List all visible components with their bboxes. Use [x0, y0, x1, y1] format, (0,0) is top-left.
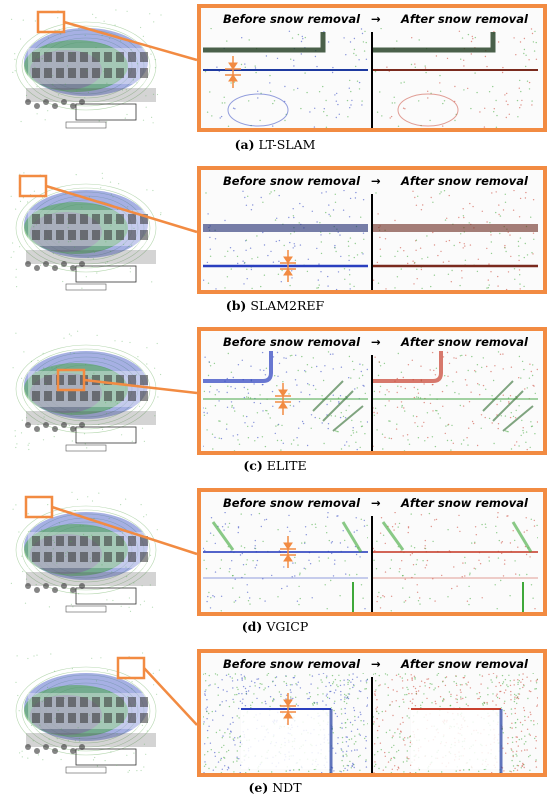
- before-view: [203, 512, 368, 612]
- after-view: [373, 512, 538, 612]
- offset-arrow-icon: [280, 250, 296, 282]
- after-label: After snow removal: [401, 657, 528, 671]
- zoomed-comparison: Before snow removal → After snow removal: [197, 488, 547, 616]
- overview-map-container: [6, 327, 166, 455]
- divider-line: [371, 516, 373, 612]
- after-pointcloud: [373, 351, 538, 451]
- comparison-header: Before snow removal → After snow removal: [201, 8, 543, 28]
- arrow-icon: →: [371, 12, 381, 26]
- before-pointcloud: [203, 673, 368, 773]
- after-pointcloud: [373, 512, 538, 612]
- overview-map: [6, 4, 166, 132]
- panel-caption: (a) LT-SLAM: [0, 137, 550, 152]
- overview-map-container: [6, 488, 166, 616]
- after-view: [373, 351, 538, 451]
- before-view: [203, 190, 368, 290]
- zoomed-comparison: Before snow removal → After snow removal: [197, 649, 547, 777]
- before-label: Before snow removal: [223, 496, 361, 510]
- overview-map-container: [6, 166, 166, 294]
- offset-arrow-icon: [225, 56, 241, 88]
- caption-text: NDT: [272, 780, 302, 795]
- caption-text: SLAM2REF: [250, 298, 325, 313]
- before-pointcloud: [203, 190, 368, 290]
- caption-text: VGICP: [266, 619, 309, 634]
- overview-map: [6, 649, 166, 777]
- divider-line: [371, 355, 373, 451]
- zoomed-comparison: Before snow removal → After snow removal: [197, 4, 547, 132]
- panel-caption: (e) NDT: [0, 780, 550, 795]
- arrow-icon: →: [371, 657, 381, 671]
- overview-map-container: [6, 649, 166, 777]
- before-pointcloud: [203, 28, 368, 128]
- after-view: [373, 673, 538, 773]
- after-label: After snow removal: [401, 335, 528, 349]
- before-label: Before snow removal: [223, 174, 361, 188]
- comparison-header: Before snow removal → After snow removal: [201, 331, 543, 351]
- divider-line: [371, 677, 373, 773]
- panel-caption: (d) VGICP: [0, 619, 550, 634]
- divider-line: [371, 32, 373, 128]
- after-pointcloud: [373, 28, 538, 128]
- offset-arrow-icon: [275, 383, 291, 415]
- offset-arrow-icon: [280, 536, 296, 568]
- after-label: After snow removal: [401, 174, 528, 188]
- caption-text: LT-SLAM: [258, 137, 316, 152]
- overview-map-container: [6, 4, 166, 132]
- before-view: [203, 351, 368, 451]
- panel-caption: (c) ELITE: [0, 458, 550, 473]
- zoomed-comparison: Before snow removal → After snow removal: [197, 327, 547, 455]
- before-pointcloud: [203, 351, 368, 451]
- before-label: Before snow removal: [223, 12, 361, 26]
- figure-panel: Before snow removal → After snow removal: [0, 645, 550, 805]
- figure-panel: Before snow removal → After snow removal: [0, 0, 550, 160]
- after-view: [373, 28, 538, 128]
- before-label: Before snow removal: [223, 657, 361, 671]
- overview-map: [6, 327, 166, 455]
- after-label: After snow removal: [401, 12, 528, 26]
- caption-letter: (c): [243, 458, 263, 473]
- overview-map: [6, 488, 166, 616]
- zoomed-comparison: Before snow removal → After snow removal: [197, 166, 547, 294]
- before-label: Before snow removal: [223, 335, 361, 349]
- before-pointcloud: [203, 512, 368, 612]
- arrow-icon: →: [371, 174, 381, 188]
- caption-letter: (b): [225, 298, 247, 313]
- comparison-header: Before snow removal → After snow removal: [201, 653, 543, 673]
- panel-caption: (b) SLAM2REF: [0, 298, 550, 313]
- after-view: [373, 190, 538, 290]
- after-label: After snow removal: [401, 496, 528, 510]
- arrow-icon: →: [371, 496, 381, 510]
- caption-letter: (d): [241, 619, 263, 634]
- comparison-header: Before snow removal → After snow removal: [201, 492, 543, 512]
- before-view: [203, 28, 368, 128]
- arrow-icon: →: [371, 335, 381, 349]
- caption-letter: (a): [234, 137, 255, 152]
- comparison-header: Before snow removal → After snow removal: [201, 170, 543, 190]
- offset-arrow-icon: [280, 693, 296, 725]
- caption-letter: (e): [248, 780, 269, 795]
- caption-text: ELITE: [266, 458, 307, 473]
- after-pointcloud: [373, 190, 538, 290]
- figure-panel: Before snow removal → After snow removal: [0, 484, 550, 644]
- figure-panel: Before snow removal → After snow removal: [0, 323, 550, 483]
- divider-line: [371, 194, 373, 290]
- before-view: [203, 673, 368, 773]
- overview-map: [6, 166, 166, 294]
- after-pointcloud: [373, 673, 538, 773]
